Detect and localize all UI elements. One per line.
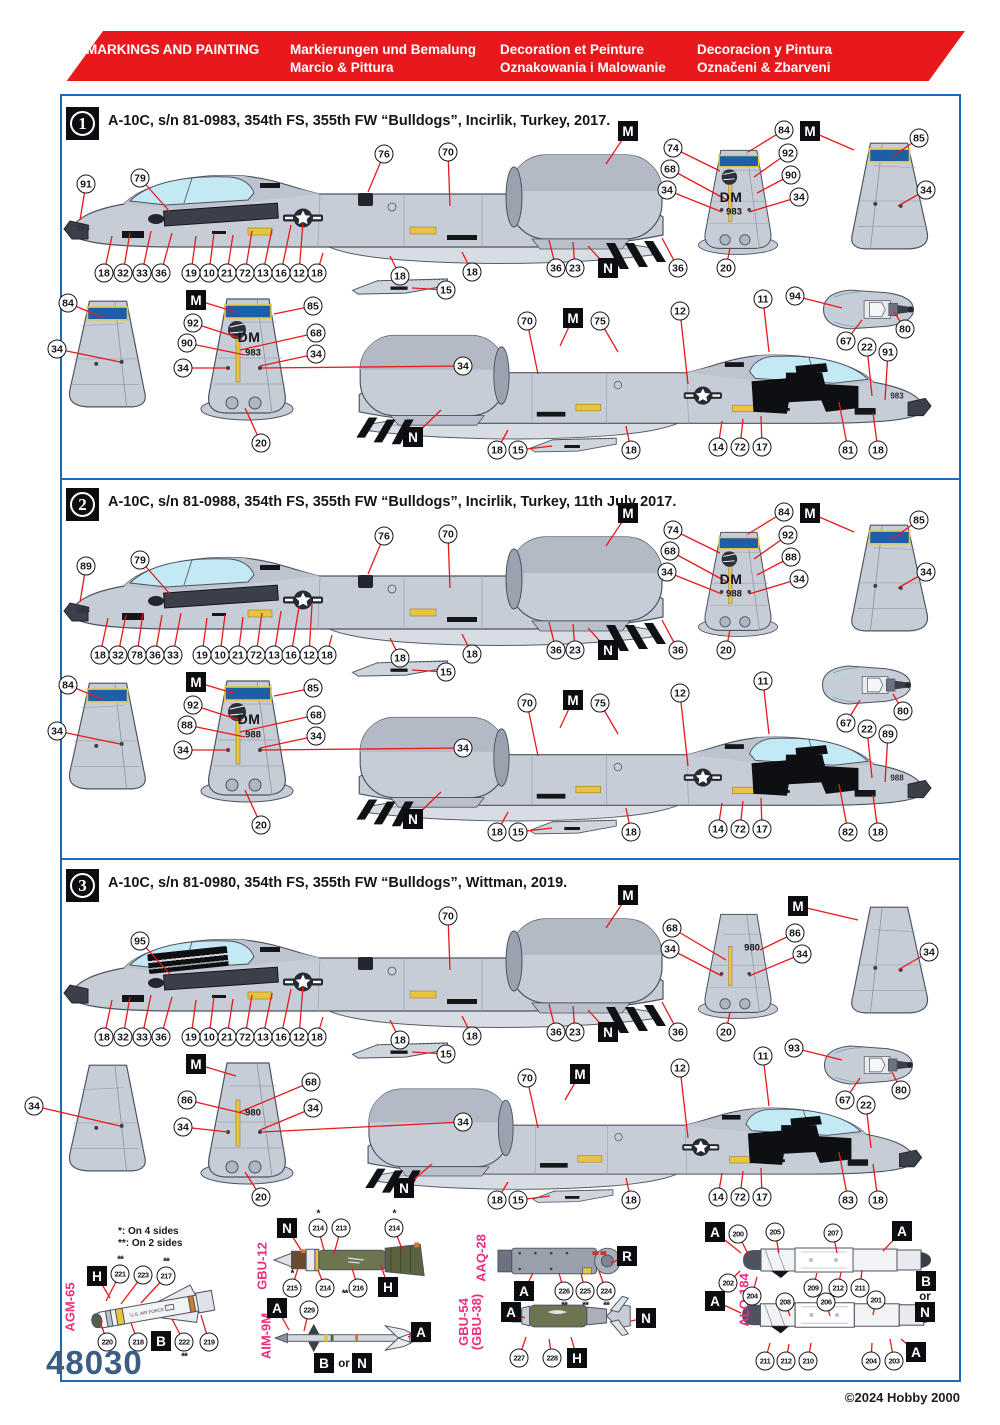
flap-detail: [350, 659, 450, 678]
tail-fin-outer: [62, 1062, 152, 1178]
nose-detail-view: [820, 283, 917, 336]
aircraft-left-profile: [62, 525, 682, 657]
tail-fin-outer: [62, 298, 152, 414]
section-1-title: A-10C, s/n 81-0983, 354th FS, 355th FW “…: [108, 113, 611, 129]
weapon-alq184-bottom-drawing: [740, 1295, 936, 1335]
tail-fin-inner: [197, 1060, 297, 1186]
header-title-it: Marcio & Pittura: [290, 60, 394, 75]
weapon-alq184-top-drawing: [740, 1242, 934, 1278]
flap-detail: [528, 818, 618, 836]
weapon-gbu54-drawing: [508, 1294, 646, 1336]
callout-34: 34: [24, 1096, 44, 1116]
tail-fin-inner: [197, 296, 297, 422]
weapon-aaq28-drawing: [496, 1245, 632, 1277]
kit-number: 48030: [46, 1344, 143, 1381]
section-divider: [60, 478, 961, 480]
weapon-label-alq184: ALQ-184: [736, 1273, 752, 1327]
section-3-title: A-10C, s/n 81-0980, 354th FS, 355th FW “…: [108, 875, 568, 891]
section-2-badge: 2: [66, 488, 99, 521]
asterisk-notes: *: On 4 sides **: On 2 sides: [118, 1226, 182, 1250]
section-1-badge: 1: [66, 107, 99, 140]
tail-fin-inner: [695, 904, 781, 1028]
header-title-fr: Decoration et Peinture: [500, 42, 645, 57]
aircraft-right-profile: [338, 324, 936, 450]
aircraft-left-profile: [62, 143, 682, 275]
section-2-number: 2: [70, 492, 95, 517]
tail-fin-outer: [62, 680, 152, 796]
section-3-badge: 3: [66, 869, 99, 902]
nose-detail-view: [820, 1040, 917, 1090]
tail-fin-inner: [197, 678, 297, 804]
copyright: ©2024 Hobby 2000: [844, 1390, 960, 1405]
header-title-cz: Označeni & Zbarveni: [697, 60, 831, 75]
weapon-label-gbu54: GBU-54 (GBU-38): [456, 1293, 484, 1351]
flap-detail: [528, 436, 618, 454]
weapon-label-aaq28: AAQ-28: [473, 1234, 489, 1282]
note-2-sides: **: On 2 sides: [118, 1238, 183, 1249]
tail-fin-outer: [845, 522, 935, 638]
tail-fin-outer: [845, 904, 935, 1020]
tail-fin-inner: [695, 140, 781, 264]
section-3-number: 3: [70, 873, 95, 898]
weapon-label-gbu12: GBU-12: [254, 1242, 270, 1290]
weapon-label-aim9m: AIM-9M: [258, 1312, 274, 1360]
section-divider: [60, 858, 961, 860]
header-title-en: MARKINGS AND PAINTING: [86, 42, 260, 57]
aircraft-right-profile: [338, 1078, 936, 1200]
flap-detail: [528, 1188, 618, 1204]
section-1-number: 1: [70, 111, 95, 136]
nose-detail-view: [818, 660, 915, 710]
header-title-es: Decoracion y Pintura: [697, 42, 833, 57]
flap-detail: [350, 1041, 450, 1060]
aircraft-right-profile: [338, 706, 936, 832]
header-title-pl: Oznakowania i Malowanie: [500, 60, 666, 75]
weapon-gbu12-drawing: [272, 1240, 430, 1280]
section-2-title: A-10C, s/n 81-0988, 354th FS, 355th FW “…: [108, 494, 677, 510]
header-title-de: Markierungen und Bemalung: [290, 42, 477, 57]
flap-detail: [350, 277, 450, 296]
tail-fin-inner: [695, 522, 781, 646]
weapon-label-agm65: AGM-65: [62, 1282, 78, 1332]
note-4-sides: *: On 4 sides: [118, 1226, 179, 1237]
weapon-aim9m-drawing: [268, 1322, 432, 1354]
weapon-label-gbu54-line2: (GBU-38): [469, 1293, 484, 1351]
tail-fin-outer: [845, 140, 935, 256]
